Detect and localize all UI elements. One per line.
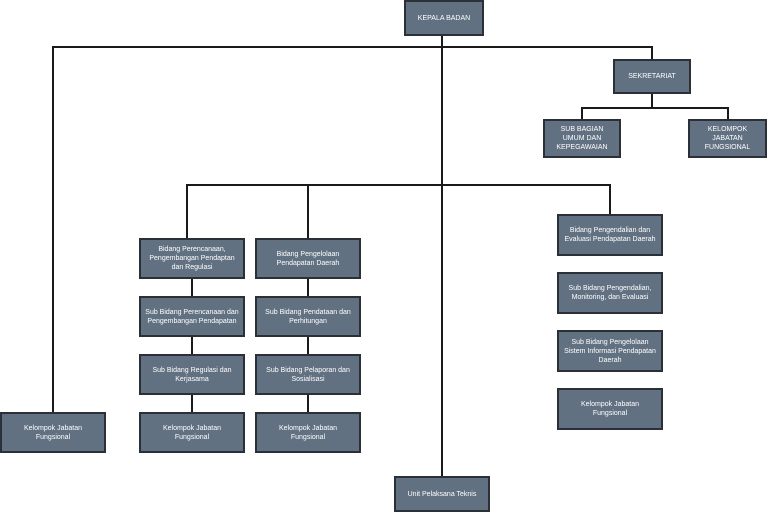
node-unit-pelaksana-teknis: Unit Pelaksana Teknis xyxy=(394,476,490,512)
connector-line xyxy=(581,107,583,119)
node-sub-pelaporan: Sub Bidang Pelaporan dan Sosialisasi xyxy=(255,354,361,395)
connector-line xyxy=(727,107,729,119)
connector-line xyxy=(609,184,611,214)
connector-line xyxy=(307,337,309,354)
connector-line xyxy=(191,337,193,354)
node-bidang-perencanaan: Bidang Perencanaan, Pengembangan Pendapt… xyxy=(139,238,245,279)
node-bidang-pengelolaan: Bidang Pengelolaan Pendapatan Daerah xyxy=(255,238,361,279)
connector-line xyxy=(191,279,193,296)
node-sub-regulasi: Sub Bidang Regulasi dan Kerjasama xyxy=(139,354,245,395)
node-kjf-pengelolaan: Kelompok Jabatan Fungsional xyxy=(255,412,361,453)
connector-line xyxy=(651,46,653,59)
connector-line xyxy=(307,395,309,412)
connector-line xyxy=(441,36,443,476)
node-sub-sistem-informasi: Sub Bidang Pengelolaan Sistem Informasi … xyxy=(557,330,663,372)
node-sub-bagian-umum: SUB BAGIAN UMUM DAN KEPEGAWAIAN xyxy=(543,119,621,158)
node-kjf-perencanaan: Kelompok Jabatan Fungsional xyxy=(139,412,245,453)
connector-line xyxy=(307,279,309,296)
node-bidang-pengendalian: Bidang Pengendalian dan Evaluasi Pendapa… xyxy=(557,214,663,256)
connector-line xyxy=(307,184,309,238)
connector-line xyxy=(186,184,188,238)
connector-line xyxy=(52,46,54,412)
connector-line xyxy=(581,107,728,109)
connector-line xyxy=(651,94,653,108)
node-sub-pengendalian: Sub Bidang Pengendalian, Monitoring, dan… xyxy=(557,272,663,314)
connector-line xyxy=(191,395,193,412)
node-sekretariat: SEKRETARIAT xyxy=(613,59,691,94)
connector-line xyxy=(52,46,652,48)
node-kjf-left: Kelompok Jabatan Fungsional xyxy=(0,412,106,453)
node-sub-perencanaan: Sub Bidang Perencanaan dan Pengembangan … xyxy=(139,296,245,337)
node-sub-pendataan: Sub Bidang Pendataan dan Perhitungan xyxy=(255,296,361,337)
node-kepala-badan: KEPALA BADAN xyxy=(404,0,484,36)
node-kjf-sekretariat: KELOMPOK JABATAN FUNGSIONAL xyxy=(688,119,767,158)
node-kjf-pengendalian: Kelompok Jabatan Fungsional xyxy=(557,388,663,430)
connector-line xyxy=(186,184,610,186)
